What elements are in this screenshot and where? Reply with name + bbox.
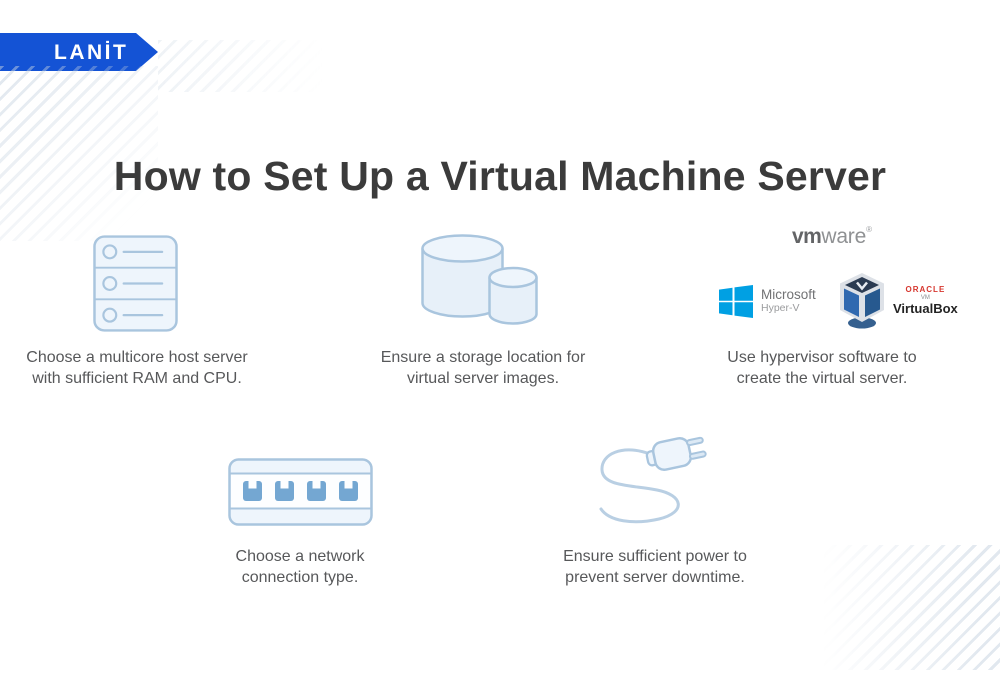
page-title: How to Set Up a Virtual Machine Server — [113, 153, 887, 200]
diagonal-stripes-decoration-bottom-right — [755, 545, 1000, 670]
vmware-logo-light: ware — [821, 225, 867, 248]
hyperv-name: Hyper-V — [761, 302, 800, 315]
caption-line: prevent server downtime. — [565, 569, 745, 587]
microsoft-logo-text: Microsoft Hyper-V — [761, 287, 816, 315]
caption-hypervisor: Use hypervisor software to create the vi… — [692, 347, 952, 389]
caption-line: create the virtual server. — [736, 370, 908, 388]
brand-banner: LANİT — [0, 33, 158, 71]
registered-mark: ® — [866, 225, 872, 234]
caption-network: Choose a network connection type. — [170, 546, 430, 588]
caption-line: with sufficient RAM and CPU. — [32, 370, 242, 388]
storage-cylinders-icon — [421, 234, 538, 335]
server-icon — [93, 235, 178, 337]
vmware-logo: vmware® — [752, 225, 912, 248]
diagonal-stripes-decoration-top — [158, 40, 338, 92]
caption-line: Choose a multicore host server — [26, 349, 248, 366]
vm-label: VM — [920, 294, 930, 301]
vmware-logo-bold: vm — [792, 225, 822, 248]
caption-line: Ensure sufficient power to — [563, 548, 747, 565]
virtualbox-cube-icon — [840, 273, 884, 329]
oracle-virtualbox-logo: ORACLE VM VirtualBox — [838, 273, 958, 329]
caption-power: Ensure sufficient power to prevent serve… — [525, 546, 785, 588]
virtualbox-logo-text: ORACLE VM VirtualBox — [893, 285, 958, 317]
power-plug-icon — [588, 430, 718, 540]
brand-logo: LANİT — [54, 40, 129, 64]
diagonal-stripes-decoration-top-left — [0, 66, 158, 241]
microsoft-name: Microsoft — [761, 287, 816, 303]
oracle-name: ORACLE — [905, 285, 946, 295]
caption-line: Ensure a storage location for — [380, 349, 586, 366]
caption-line: Use hypervisor software to — [727, 349, 917, 366]
network-switch-icon — [228, 458, 373, 531]
caption-line: connection type. — [241, 569, 359, 587]
caption-line: virtual server images. — [406, 370, 560, 388]
caption-line: Choose a network — [235, 548, 365, 565]
windows-flag-icon — [719, 285, 753, 318]
caption-host-server: Choose a multicore host server with suff… — [7, 347, 267, 389]
virtualbox-name: VirtualBox — [893, 301, 958, 317]
caption-storage: Ensure a storage location for virtual se… — [353, 347, 613, 389]
microsoft-hyperv-logo: Microsoft Hyper-V — [719, 285, 816, 318]
